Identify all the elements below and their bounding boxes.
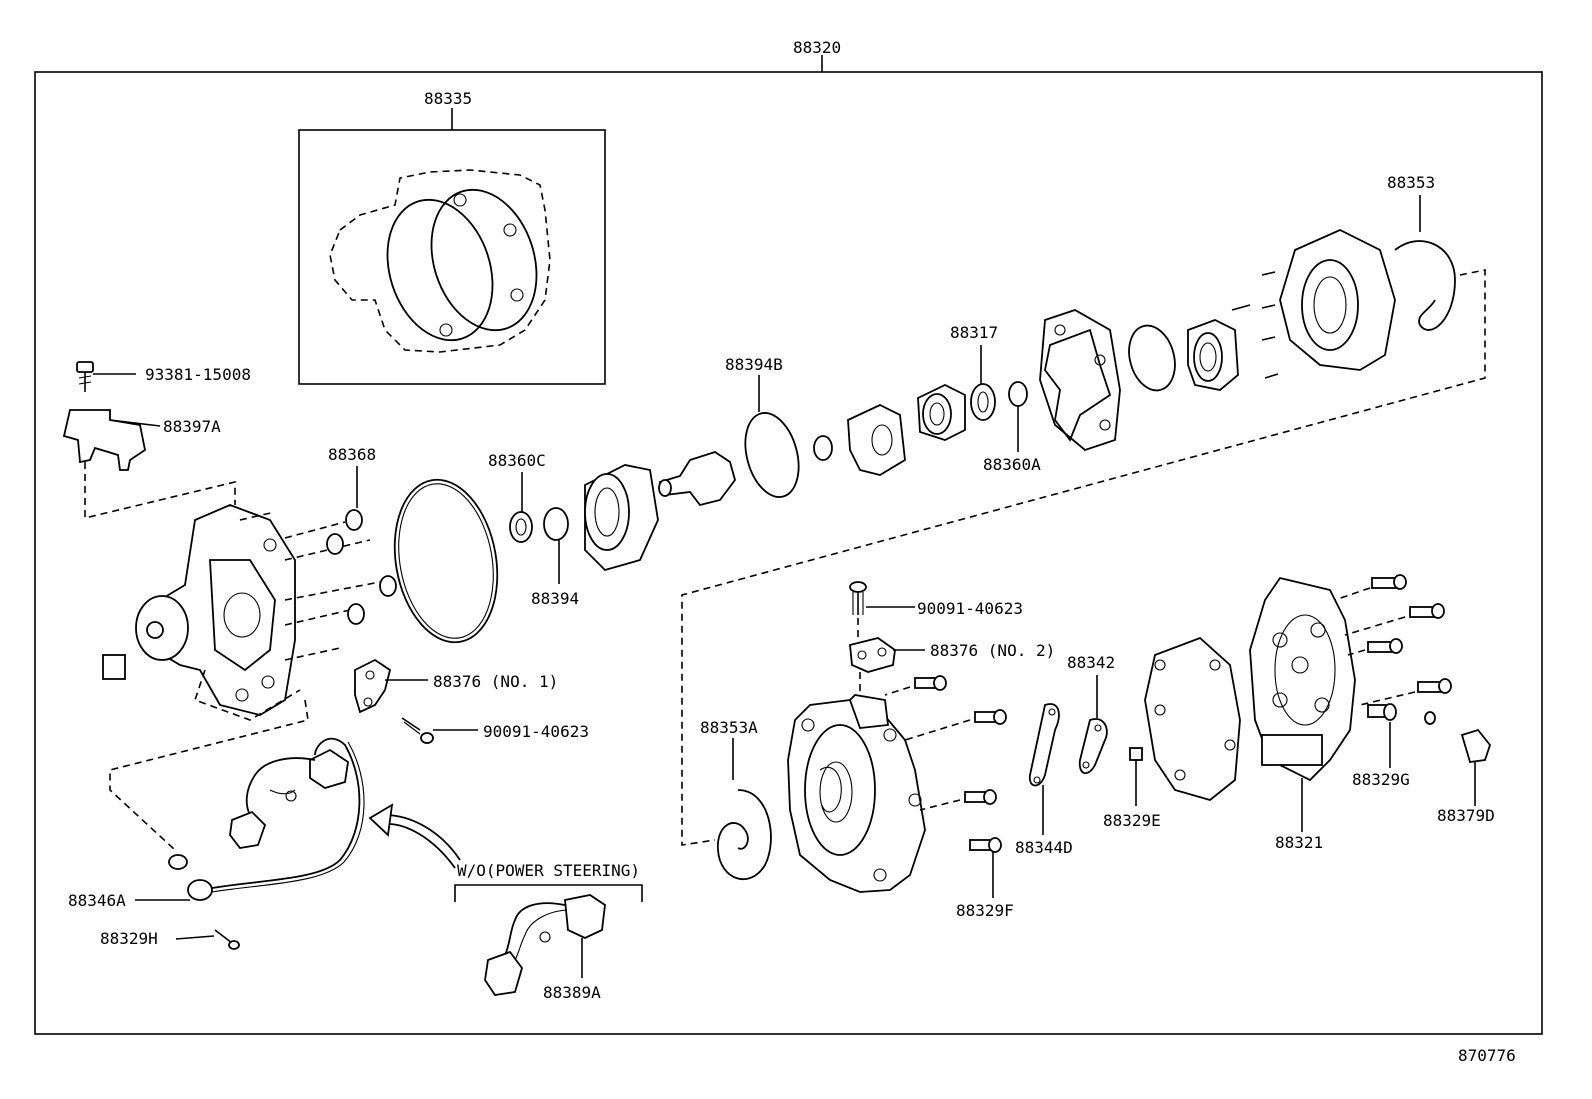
spring-88353a-icon	[717, 738, 772, 881]
bracket-88397a-icon	[62, 409, 236, 520]
harness-88389a-icon	[484, 894, 606, 996]
crescent-plate-icon	[847, 404, 906, 476]
label-clip-no1: 88376 (NO. 1)	[433, 672, 558, 691]
screw-lower-icon	[401, 717, 478, 744]
variant-bracket	[454, 884, 643, 902]
rear-housing-icon	[1249, 576, 1356, 832]
label-bolt-top: 93381-15008	[145, 365, 251, 384]
label-screw-2: 90091-40623	[483, 722, 589, 741]
label-assembly: 88320	[793, 38, 841, 57]
clip-no2-icon	[849, 637, 925, 700]
seal-88360c-icon	[509, 472, 533, 543]
label-rear-housing: 88321	[1275, 833, 1323, 852]
direction-arrow-icon	[368, 803, 461, 869]
bearing-icon	[584, 464, 659, 572]
label-washer: 88317	[950, 323, 998, 342]
label-seal-c: 88360C	[488, 451, 546, 470]
o-ring-large-icon	[393, 478, 499, 644]
screw-upper-icon	[849, 581, 915, 640]
valve-plate-icon	[1039, 309, 1121, 452]
label-bolt-g: 88329G	[1352, 770, 1410, 789]
rear-bolts-icon	[1334, 574, 1452, 768]
link-88344d-icon	[1028, 703, 1060, 835]
dowel-pins-front-icon	[239, 511, 381, 661]
plug-88368-icon	[326, 466, 397, 625]
snap-ring-88394-icon	[543, 507, 569, 584]
thrust-bearing-icon	[917, 383, 966, 441]
front-housing-icon	[102, 504, 309, 851]
label-variant-note: W/O(POWER STEERING)	[457, 861, 640, 880]
label-rear-spring: 88353	[1387, 173, 1435, 192]
label-valve-d: 88379D	[1437, 806, 1495, 825]
shaft-icon	[658, 451, 736, 507]
label-bracket: 88397A	[163, 417, 221, 436]
rear-ring-icon	[1128, 324, 1176, 392]
valve-88379d-icon	[1460, 728, 1492, 806]
label-gasket-kit: 88335	[424, 89, 472, 108]
seal-88360a-icon	[1008, 381, 1028, 452]
label-bolt-h: 88329H	[100, 929, 158, 948]
part-labels: 88320 88335 93381-15008 88397A 88368 883…	[68, 38, 1516, 1065]
label-screw-1: 90091-40623	[917, 599, 1023, 618]
rear-spring-88353-icon	[1394, 240, 1456, 331]
label-link-342: 88342	[1067, 653, 1115, 672]
gasket-kit-box	[298, 108, 606, 385]
clip-no1-icon	[354, 658, 428, 714]
front-cover-housing-icon	[787, 694, 926, 893]
washer-88317-icon	[970, 345, 996, 421]
link-88342-icon	[1078, 675, 1108, 774]
label-spring-a: 88353A	[700, 718, 758, 737]
label-harness: 88389A	[543, 983, 601, 1002]
gasket-icon	[1144, 636, 1241, 801]
label-bolt-f: 88329F	[956, 901, 1014, 920]
label-shaft-ring: 88394B	[725, 355, 783, 374]
ring-88394b-icon	[744, 375, 833, 498]
label-seal-a: 88360A	[983, 455, 1041, 474]
label-link-d: 88344D	[1015, 838, 1073, 857]
needle-bearing-icon	[1187, 319, 1239, 391]
label-plug: 88368	[328, 445, 376, 464]
assembly-frame	[34, 55, 1543, 1035]
bolt-93381-icon	[76, 361, 136, 392]
label-sensor: 88346A	[68, 891, 126, 910]
label-clip-no2: 88376 (NO. 2)	[930, 641, 1055, 660]
bolt-88329e-icon	[1129, 747, 1143, 806]
housing-bolts-icon	[884, 675, 1007, 898]
label-snap-ring: 88394	[531, 589, 579, 608]
label-bolt-e: 88329E	[1103, 811, 1161, 830]
rear-cylinder-icon	[1231, 195, 1421, 379]
wiring-harness-icon	[135, 737, 365, 950]
label-drawing-no: 870776	[1458, 1046, 1516, 1065]
